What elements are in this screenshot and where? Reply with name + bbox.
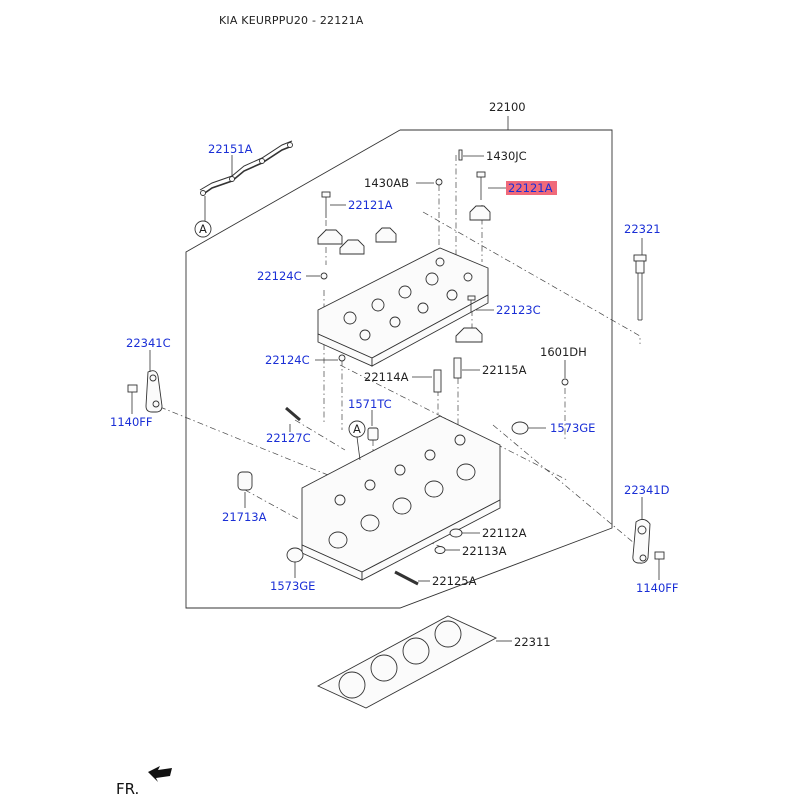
label-22127C[interactable]: 22127C: [266, 431, 311, 445]
label-22125A[interactable]: 22125A: [432, 574, 477, 588]
cam-caps-22124C: [317, 205, 491, 343]
label-22311[interactable]: 22311: [514, 635, 551, 649]
label-22121A-highlighted[interactable]: 22121A: [508, 181, 553, 195]
callout-a-lower-letter: A: [353, 422, 361, 436]
label-22124C-upper[interactable]: 22124C: [257, 269, 302, 283]
bolt-1140FF-right: [654, 551, 665, 572]
head-gasket-22311: [316, 615, 498, 709]
stud-22127C: [285, 406, 301, 422]
label-1430JC[interactable]: 1430JC: [486, 149, 527, 163]
callout-a-upper: [194, 220, 212, 238]
callout-a-upper-letter: A: [199, 222, 207, 236]
bracket-22341D: [632, 519, 651, 564]
dowel-pins: [433, 357, 462, 393]
callout-a-lower: [348, 420, 366, 461]
bracket-22341C: [145, 370, 163, 413]
gasket-22151A: [199, 140, 293, 222]
label-22124C-lower[interactable]: 22124C: [265, 353, 310, 367]
bolts: [320, 149, 569, 386]
leader-lines: [131, 155, 660, 642]
head-bolt-22321: [633, 254, 647, 321]
camshaft-carrier: [317, 247, 489, 367]
seals-and-plugs: [237, 421, 529, 586]
front-arrow-icon: [148, 766, 172, 782]
label-22321[interactable]: 22321: [624, 222, 661, 236]
label-21713A[interactable]: 21713A: [222, 510, 267, 524]
label-22115A[interactable]: 22115A: [482, 363, 527, 377]
label-22341D[interactable]: 22341D: [624, 483, 670, 497]
label-1140FF-right[interactable]: 1140FF: [636, 581, 679, 595]
label-1573GE-left[interactable]: 1573GE: [270, 579, 315, 593]
label-22113A[interactable]: 22113A: [462, 544, 507, 558]
diagram-header-title: KIA KEURPPU20 - 22121A: [219, 14, 364, 27]
label-1140FF-left[interactable]: 1140FF: [110, 415, 153, 429]
highlight-22121A: [506, 181, 557, 195]
front-label: FR.: [116, 780, 139, 798]
label-22341C[interactable]: 22341C: [126, 336, 171, 350]
label-22121A[interactable]: 22121A: [348, 198, 393, 212]
assembly-frame: [185, 129, 613, 609]
label-1601DH[interactable]: 1601DH: [540, 345, 587, 359]
label-22151A[interactable]: 22151A: [208, 142, 253, 156]
label-1571TC[interactable]: 1571TC: [348, 397, 392, 411]
label-1573GE-right[interactable]: 1573GE: [550, 421, 595, 435]
bolt-1140FF-left: [127, 384, 138, 405]
label-22114A[interactable]: 22114A: [364, 370, 409, 384]
label-22112A[interactable]: 22112A: [482, 526, 527, 540]
label-22123C[interactable]: 22123C: [496, 303, 541, 317]
cylinder-head-22100: [301, 415, 501, 581]
label-1430AB[interactable]: 1430AB: [364, 176, 409, 190]
label-22100[interactable]: 22100: [489, 100, 526, 114]
